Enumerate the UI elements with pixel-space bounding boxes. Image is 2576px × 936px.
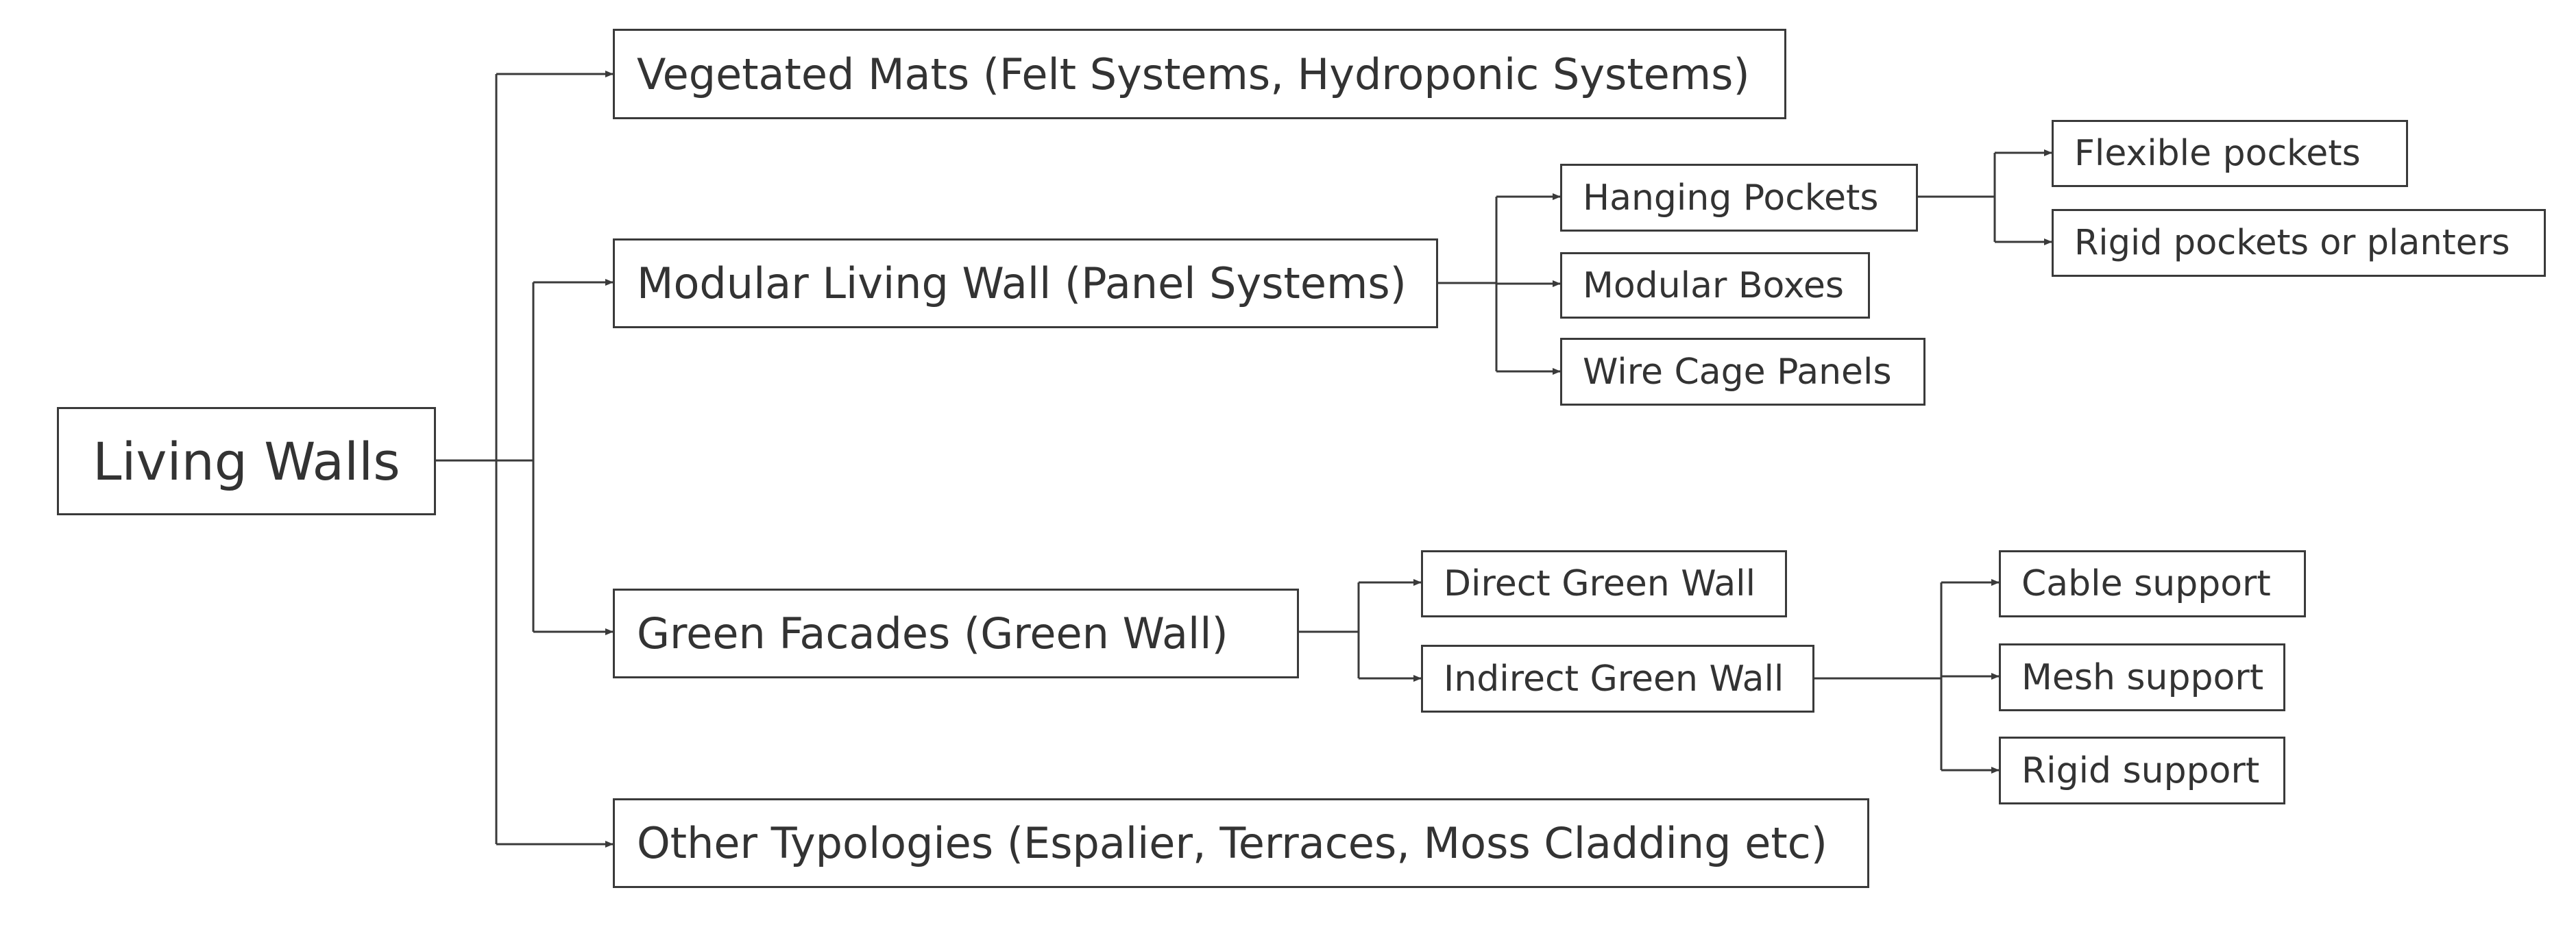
node-modular-living-wall: Modular Living Wall (Panel Systems) (613, 238, 1438, 328)
node-mesh-support: Mesh support (1999, 643, 2285, 711)
node-rigid-pockets: Rigid pockets or planters (2052, 209, 2546, 277)
node-wire-cage-panels: Wire Cage Panels (1560, 338, 1925, 406)
node-hanging-pockets: Hanging Pockets (1560, 164, 1918, 232)
node-indirect-green-wall: Indirect Green Wall (1421, 645, 1814, 713)
node-cable-support: Cable support (1999, 550, 2306, 617)
node-green-facades: Green Facades (Green Wall) (613, 589, 1299, 678)
node-flexible-pockets: Flexible pockets (2052, 120, 2408, 187)
node-direct-green-wall: Direct Green Wall (1421, 550, 1787, 617)
node-vegetated-mats: Vegetated Mats (Felt Systems, Hydroponic… (613, 29, 1786, 119)
node-rigid-support: Rigid support (1999, 737, 2285, 804)
node-modular-boxes: Modular Boxes (1560, 252, 1870, 319)
node-other-typologies: Other Typologies (Espalier, Terraces, Mo… (613, 798, 1869, 888)
node-living-walls: Living Walls (57, 407, 436, 515)
